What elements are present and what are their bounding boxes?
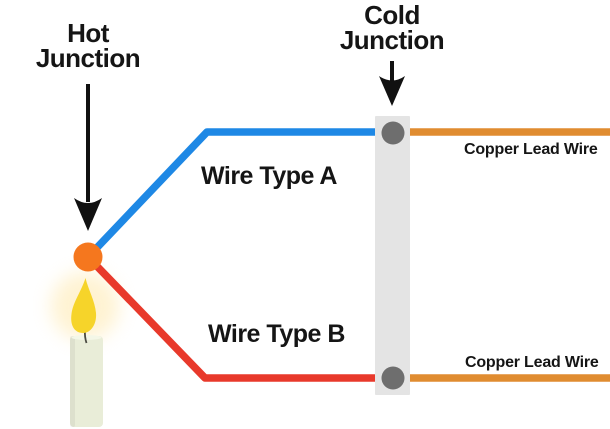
copper-lead-wire-top-label: Copper Lead Wire <box>464 141 598 158</box>
candle-flame-icon <box>71 278 97 333</box>
cold-junction-label: Cold Junction <box>339 0 445 55</box>
cold-junction-terminal-top <box>381 121 405 145</box>
cold-junction-block <box>375 116 410 395</box>
candle-shading <box>70 336 75 427</box>
hot-junction-label: Hot Junction <box>35 18 141 73</box>
arrow-head <box>74 198 102 231</box>
cold-junction-terminal-bottom <box>381 366 405 390</box>
candle-body <box>70 336 103 427</box>
wire-type-a-label: Wire Type A <box>201 162 337 190</box>
wire-type-b-label: Wire Type B <box>208 320 345 348</box>
copper-lead-wire-bottom-label: Copper Lead Wire <box>465 354 599 371</box>
wire-type-a-line <box>87 128 375 258</box>
hot-junction-down-arrow-icon <box>74 84 102 231</box>
hot-junction-dot <box>73 242 103 272</box>
wire-type-b-line <box>87 256 375 382</box>
cold-junction-down-arrow-icon <box>379 61 405 106</box>
arrow-head <box>379 76 405 106</box>
candle-top-highlight <box>71 335 102 340</box>
